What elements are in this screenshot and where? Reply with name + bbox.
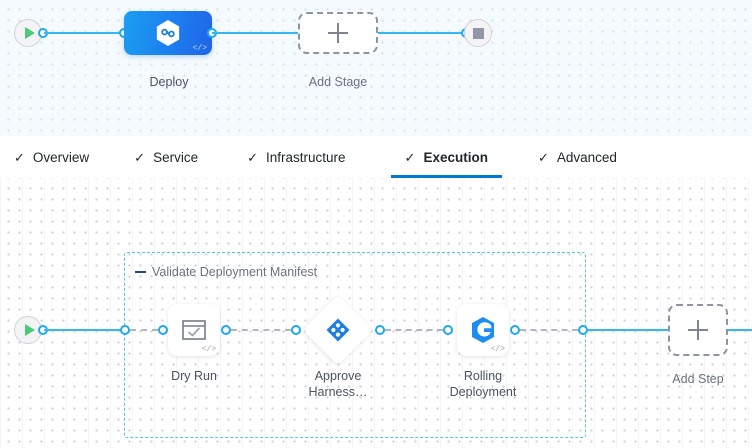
step-label-dry-run: Dry Run <box>171 369 217 383</box>
connector-add-stage-to-end <box>378 32 466 34</box>
check-icon: ✓ <box>14 149 25 165</box>
stage-graph-canvas[interactable]: </> Deploy Add Stage <box>0 0 752 136</box>
play-icon <box>24 27 35 39</box>
plus-icon <box>328 23 348 43</box>
harness-approval-diamond-icon <box>326 318 350 342</box>
check-icon: ✓ <box>247 149 258 165</box>
tab-infrastructure-label: Infrastructure <box>266 149 346 165</box>
tab-execution-label: Execution <box>423 149 488 165</box>
tab-infrastructure[interactable]: ✓ Infrastructure <box>247 136 345 178</box>
stage-node-deploy[interactable]: </> <box>124 11 212 55</box>
harness-hexagon-icon <box>156 20 180 46</box>
connector-group-to-add-step <box>588 329 668 331</box>
group-in-port[interactable] <box>120 325 130 335</box>
approve-icon-wrap <box>325 317 351 343</box>
approve-in-port[interactable] <box>291 325 301 335</box>
connector-start-to-group <box>44 329 124 331</box>
rolling-deployment-icon <box>472 317 494 343</box>
connector-group-in-to-dry-run <box>130 329 158 331</box>
add-stage-button[interactable] <box>298 12 378 54</box>
connector-add-step-trailing <box>728 329 752 331</box>
tab-service[interactable]: ✓ Service <box>134 136 198 178</box>
tab-overview[interactable]: ✓ Overview <box>14 136 89 178</box>
connector-deploy-to-add-stage <box>212 32 298 34</box>
step-code-badge: </> <box>490 345 505 354</box>
rolling-in-port[interactable] <box>443 325 453 335</box>
tab-advanced-label: Advanced <box>556 149 617 165</box>
stage-config-tabs[interactable]: ✓ Overview ✓ Service ✓ Infrastructure ✓ … <box>0 136 752 179</box>
stage-label-deploy: Deploy <box>149 75 189 89</box>
check-icon: ✓ <box>404 149 416 165</box>
step-code-badge: </> <box>201 345 216 354</box>
rolling-out-port[interactable] <box>510 325 520 335</box>
pipeline-end-node[interactable] <box>464 19 492 47</box>
plus-icon <box>688 320 708 340</box>
dry-run-out-port[interactable] <box>221 325 231 335</box>
step-node-dry-run[interactable]: </> <box>168 304 220 356</box>
pipeline-start-node[interactable] <box>14 19 42 47</box>
tab-execution[interactable]: ✓ Execution <box>390 136 503 178</box>
add-step-label: Add Step <box>672 372 724 386</box>
stage-code-badge: </> <box>192 44 207 53</box>
check-icon: ✓ <box>134 149 146 165</box>
connector-start-to-deploy <box>44 32 124 34</box>
tab-service-label: Service <box>153 149 199 165</box>
step-label-rolling-deployment: Rolling Deployment <box>449 369 517 399</box>
connector-dry-run-to-approve <box>231 329 291 331</box>
tab-overview-label: Overview <box>32 149 90 165</box>
dry-run-in-port[interactable] <box>158 325 168 335</box>
add-stage-label: Add Stage <box>308 75 368 89</box>
step-group-title: Validate Deployment Manifest <box>152 265 318 279</box>
dry-run-check-window-icon <box>182 320 206 340</box>
add-step-button[interactable] <box>668 304 728 356</box>
connector-rolling-to-group-out <box>520 329 578 331</box>
check-icon: ✓ <box>537 149 549 165</box>
execution-graph-canvas[interactable]: Validate Deployment Manifest </> Dry Run <box>0 178 752 448</box>
connector-approve-to-rolling <box>385 329 443 331</box>
stop-icon <box>472 27 484 39</box>
tab-advanced[interactable]: ✓ Advanced <box>538 136 617 178</box>
play-icon <box>24 324 35 336</box>
minus-icon[interactable] <box>135 271 146 273</box>
group-out-port[interactable] <box>578 325 588 335</box>
step-node-rolling-deployment[interactable]: </> <box>457 304 509 356</box>
approve-out-port[interactable] <box>375 325 385 335</box>
step-group-validate-deployment-manifest[interactable]: Validate Deployment Manifest <box>124 252 586 438</box>
step-group-header[interactable]: Validate Deployment Manifest <box>135 265 317 279</box>
step-label-approve-harness: Approve Harness… <box>308 369 368 399</box>
